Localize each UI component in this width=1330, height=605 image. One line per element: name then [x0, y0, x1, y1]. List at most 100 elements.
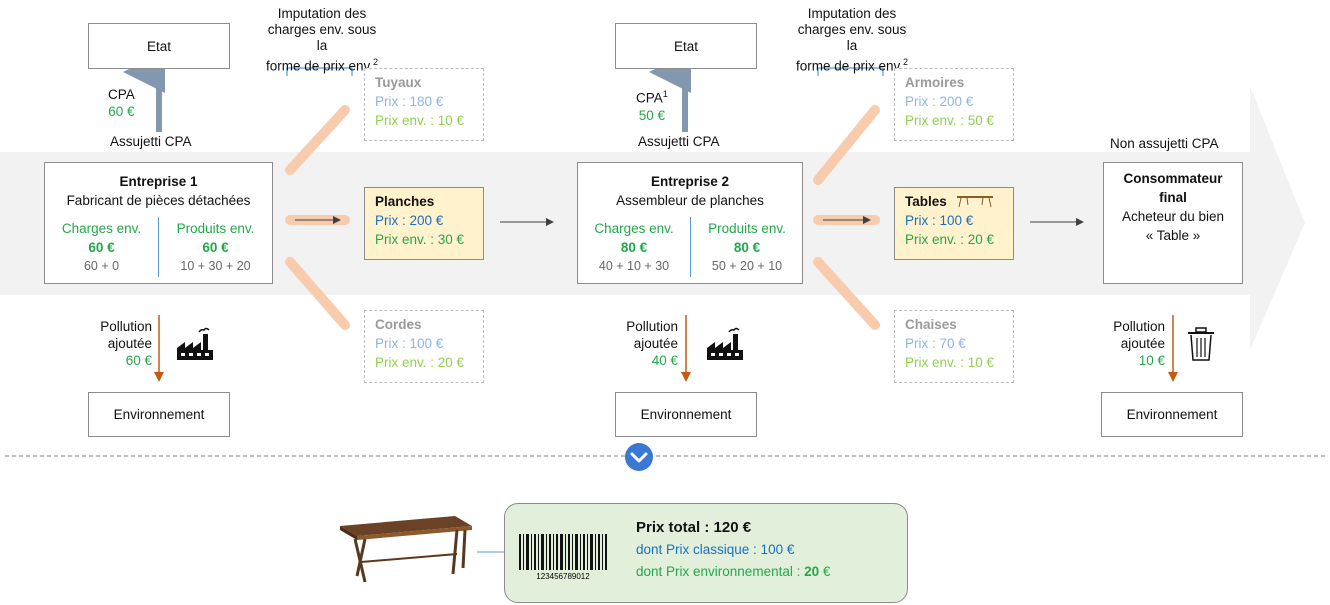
product-name: Chaises: [905, 317, 957, 332]
etat-label: Etat: [673, 38, 698, 54]
env-price-value: 20: [804, 564, 820, 579]
environnement-label: Environnement: [640, 407, 732, 422]
imputation-label-2: Imputation des charges env. sous la form…: [792, 6, 912, 75]
entreprise-1-title: Entreprise 1: [119, 174, 198, 189]
total-price: Prix total : 120 €: [636, 519, 752, 536]
product-planches: Planches Prix : 200 € Prix env. : 30 €: [364, 187, 484, 260]
produits-value: 60 €: [202, 240, 229, 255]
trash-icon: [1188, 327, 1214, 361]
summary-box: 123456789012 Prix total : 120 € dont Pri…: [504, 503, 908, 603]
entreprise-2-title: Entreprise 2: [650, 174, 730, 189]
pollution-value: 60 €: [125, 353, 152, 368]
environnement-box-1: Environnement: [88, 392, 230, 437]
product-env-price: Prix env. : 10 €: [905, 355, 995, 370]
table-icon: [956, 196, 993, 208]
environnement-box-3: Environnement: [1101, 392, 1243, 437]
imputation-line: Imputation des: [277, 6, 367, 21]
charges-detail: 40 + 10 + 30: [598, 259, 670, 273]
charges-value: 80 €: [620, 240, 648, 255]
produits-value: 80 €: [733, 240, 761, 255]
barcode-number: 123456789012: [536, 572, 590, 580]
product-cordes: Cordes Prix : 100 € Prix env. : 20 €: [364, 310, 484, 383]
pollution-label-1: Pollution ajoutée 60 €: [72, 318, 152, 369]
factory-icon: [707, 327, 743, 360]
pollution-value: 40 €: [651, 353, 678, 368]
etat-label: Etat: [146, 38, 171, 54]
pollution-text: ajoutée: [107, 336, 152, 351]
consommateur-subtitle: « Table »: [1145, 228, 1201, 243]
divider: [158, 217, 159, 277]
etat-box-2: Etat: [615, 23, 757, 69]
product-tables: Tables Prix : 100 € Prix env. : 20 €: [894, 187, 1014, 260]
factory-icon: [177, 327, 213, 360]
charges-label: Charges env.: [61, 221, 142, 236]
summary-text: Prix total : 120 € dont Prix classique :…: [636, 517, 830, 583]
table-image: [340, 516, 472, 583]
imputation-line: forme de prix env.: [265, 58, 374, 74]
consommateur-subtitle: Acheteur du bien: [1121, 209, 1225, 224]
imputation-line: charges env. sous la: [797, 22, 907, 53]
assujetti-label-1: Assujetti CPA: [110, 134, 192, 149]
environnement-box-2: Environnement: [615, 392, 757, 437]
entreprise-1-subtitle: Fabricant de pièces détachées: [66, 193, 251, 208]
cpa-text: CPA: [636, 90, 663, 106]
product-env-price: Prix env. : 10 €: [375, 113, 465, 128]
product-price: Prix : 200 €: [375, 213, 444, 228]
non-assujetti-label: Non assujetti CPA: [1110, 136, 1219, 151]
etat-box-1: Etat: [88, 23, 230, 69]
divider: [690, 217, 691, 277]
imputation-line: forme de prix env.: [795, 58, 904, 74]
footnote-mark: 2: [903, 57, 909, 67]
cpa-label-1: CPA 60 €: [108, 86, 135, 120]
product-name: Planches: [375, 194, 435, 209]
product-env-price: Prix env. : 30 €: [375, 232, 465, 247]
product-name: Armoires: [905, 75, 965, 90]
product-price: Prix : 100 €: [905, 213, 974, 228]
product-name: Cordes: [375, 317, 422, 332]
env-price-unit: €: [819, 564, 831, 579]
imputation-line: Imputation des: [807, 6, 897, 21]
pollution-text: Pollution: [626, 319, 678, 334]
pollution-text: ajoutée: [1120, 336, 1165, 351]
product-price: Prix : 180 €: [375, 94, 444, 109]
imputation-line: charges env. sous la: [267, 22, 377, 53]
consommateur-title: final: [1159, 190, 1187, 205]
charges-value: 60 €: [88, 240, 115, 255]
produits-detail: 50 + 20 + 10: [711, 259, 783, 273]
environnement-label: Environnement: [1126, 407, 1218, 422]
consommateur-title: Consommateur: [1123, 171, 1223, 186]
product-env-price: Prix env. : 20 €: [905, 232, 995, 247]
product-name: Tuyaux: [375, 75, 422, 90]
imputation-label-1: Imputation des charges env. sous la form…: [262, 6, 382, 75]
barcode: 123456789012: [519, 534, 607, 580]
pollution-label-3: Pollution ajoutée 10 €: [1085, 318, 1165, 369]
cpa-label-2: CPA1 50 €: [636, 86, 668, 124]
product-name: Tables: [905, 194, 947, 209]
cpa-value: 60 €: [108, 104, 135, 119]
entreprise-2-subtitle: Assembleur de planches: [616, 193, 764, 208]
footnote-mark: 1: [662, 89, 668, 99]
pollution-text: Pollution: [1113, 319, 1165, 334]
assujetti-label-2: Assujetti CPA: [638, 134, 720, 149]
product-price: Prix : 70 €: [905, 336, 966, 351]
cpa-value: 50 €: [638, 107, 666, 123]
charges-label: Charges env.: [594, 221, 674, 236]
product-env-price: Prix env. : 50 €: [905, 113, 995, 128]
product-chaises: Chaises Prix : 70 € Prix env. : 10 €: [894, 310, 1014, 383]
chevron-down-icon[interactable]: [623, 441, 655, 473]
produits-label: Produits env.: [176, 221, 255, 236]
product-price: Prix : 200 €: [905, 94, 974, 109]
product-tuyaux: Tuyaux Prix : 180 € Prix env. : 10 €: [364, 68, 484, 141]
pollution-text: Pollution: [100, 319, 152, 334]
entreprise-2-box: Entreprise 2 Assembleur de planches Char…: [577, 162, 803, 284]
produits-detail: 10 + 30 + 20: [180, 259, 251, 273]
pollution-label-2: Pollution ajoutée 40 €: [598, 318, 678, 369]
consommateur-box: Consommateur final Acheteur du bien « Ta…: [1103, 162, 1243, 284]
product-armoires: Armoires Prix : 200 € Prix env. : 50 €: [894, 68, 1014, 141]
classic-price: dont Prix classique : 100 €: [636, 542, 795, 557]
produits-label: Produits env.: [708, 221, 786, 236]
product-env-price: Prix env. : 20 €: [375, 355, 465, 370]
footnote-mark: 2: [373, 57, 379, 67]
entreprise-1-box: Entreprise 1 Fabricant de pièces détaché…: [44, 162, 273, 284]
pollution-text: ajoutée: [633, 336, 678, 351]
